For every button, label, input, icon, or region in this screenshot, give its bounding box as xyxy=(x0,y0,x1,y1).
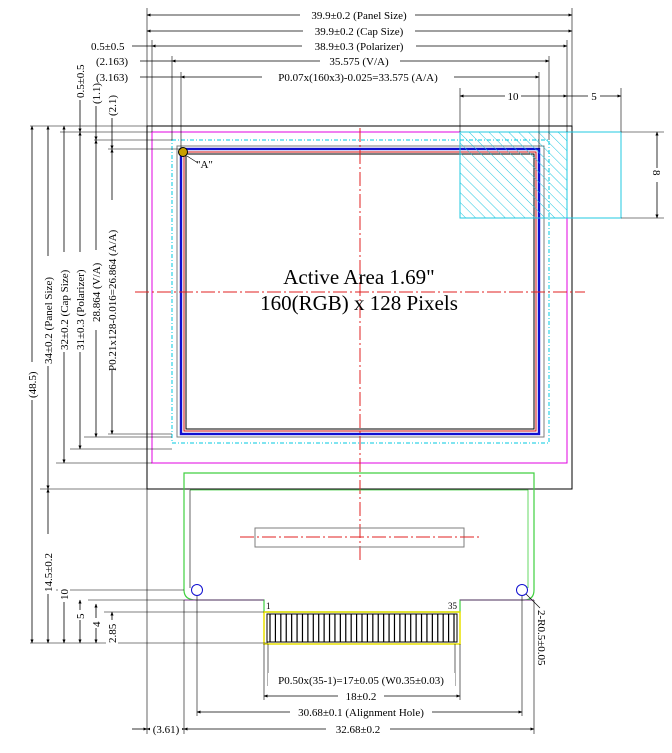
dim-connector-width: 18±0.2 xyxy=(346,691,377,703)
dim-offset: (3.61) xyxy=(153,724,180,736)
alignment-hole-right xyxy=(516,584,528,596)
connector-pins xyxy=(269,614,455,642)
pin-last-label: 35 xyxy=(448,601,458,611)
dim-va-vertical: 28.864 (V/A) xyxy=(91,262,103,322)
dim-pitch: P0.50x(35-1)=17±0.05 (W0.35±0.03) xyxy=(278,675,444,687)
dim-1-1: (1.1) xyxy=(91,83,103,104)
hatch-region-extension xyxy=(566,131,622,219)
dim-aa-offset: (3.163) xyxy=(96,72,128,84)
alignment-hole-left xyxy=(191,584,203,596)
dim-alignment-hole: 30.68±0.1 (Alignment Hole) xyxy=(298,707,424,719)
fpc-inner-outline xyxy=(190,489,529,588)
dim-2-85: 2.85 xyxy=(107,623,119,643)
dim-2-1: (2.1) xyxy=(107,95,119,116)
dim-polarizer: 38.9±0.3 (Polarizer) xyxy=(315,41,404,53)
pin-first-label: 1 xyxy=(266,601,271,611)
connector-area xyxy=(263,611,461,645)
dim-0-5: 0.5±0.5 xyxy=(75,64,87,98)
dim-aa: P0.07x(160x3)-0.025=33.575 (A/A) xyxy=(278,72,438,84)
dim-fpc-length: 14.5±0.2 xyxy=(43,553,55,592)
dim-hatch-height: 8 xyxy=(650,170,662,176)
dim-5: 5 xyxy=(75,613,87,619)
marker-a-circle xyxy=(178,147,188,157)
dim-va: 35.575 (V/A) xyxy=(329,56,389,68)
dim-10: 10 xyxy=(59,589,71,601)
dim-cap-vertical: 32±0.2 (Cap Size) xyxy=(59,269,71,350)
dim-hatch-width: 10 xyxy=(508,91,520,103)
dim-fpc-width: 32.68±0.2 xyxy=(336,724,381,736)
active-area-title: Active Area 1.69" xyxy=(283,265,434,289)
dim-4: 4 xyxy=(91,621,103,627)
marker-a-label: "A" xyxy=(196,159,213,171)
fpc-outline xyxy=(183,472,535,613)
dim-hatch-gap: 5 xyxy=(591,91,597,103)
dim-cap-size: 39.9±0.2 (Cap Size) xyxy=(315,26,404,38)
dim-total-vertical: (48.5) xyxy=(27,371,39,398)
dim-panel-vertical: 34±0.2 (Panel Size) xyxy=(43,277,55,364)
dim-radius: 2-R0.5±0.05 xyxy=(535,610,547,666)
dim-va-offset: (2.163) xyxy=(96,56,128,68)
dim-aa-vertical: P0.21x128-0.016=26.864 (A/A) xyxy=(107,229,119,371)
active-area-pixels: 160(RGB) x 128 Pixels xyxy=(260,291,458,315)
hatch-region xyxy=(459,131,568,219)
dim-polarizer-vertical: 31±0.3 (Polarizer) xyxy=(75,269,87,350)
dim-polarizer-offset: 0.5±0.5 xyxy=(91,41,125,53)
dim-panel-size: 39.9±0.2 (Panel Size) xyxy=(311,10,407,22)
